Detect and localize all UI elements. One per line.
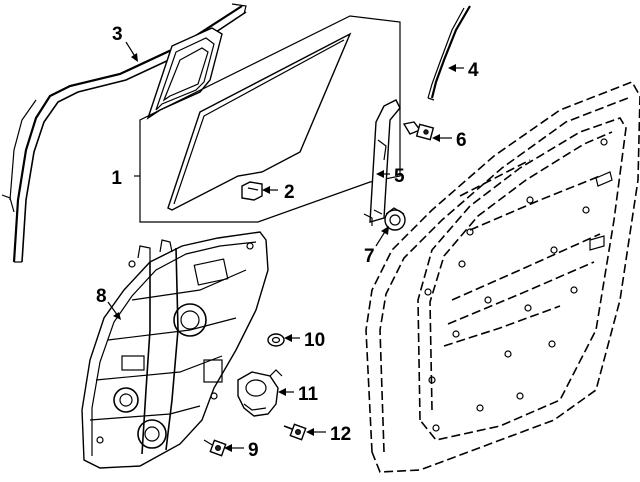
callout-10: 10 — [304, 330, 325, 351]
regulator-motor — [237, 369, 283, 417]
callout-7: 7 — [364, 246, 375, 267]
rear-run-channel — [363, 99, 401, 226]
callout-5: 5 — [394, 166, 405, 187]
callout-9: 9 — [248, 440, 259, 461]
regulator-bolt — [203, 439, 227, 457]
callout-12: 12 — [330, 424, 351, 445]
glass-run-channel — [1, 3, 247, 263]
channel-bolt — [402, 121, 435, 141]
nut — [384, 207, 406, 231]
callout-11: 11 — [298, 384, 319, 405]
grommet — [267, 333, 285, 347]
callout-6: 6 — [456, 130, 467, 151]
callout-4: 4 — [468, 60, 479, 81]
callout-3: 3 — [112, 24, 123, 45]
outer-belt-weatherstrip — [427, 5, 471, 101]
door-glass — [139, 15, 401, 223]
motor-screw — [283, 423, 307, 441]
callout-1: 1 — [111, 168, 122, 189]
callout-2: 2 — [284, 182, 295, 203]
window-regulator — [81, 231, 269, 469]
door-shell — [365, 81, 640, 473]
callout-8: 8 — [96, 286, 107, 307]
leader-lines — [107, 41, 464, 452]
glass-clip — [241, 181, 263, 201]
